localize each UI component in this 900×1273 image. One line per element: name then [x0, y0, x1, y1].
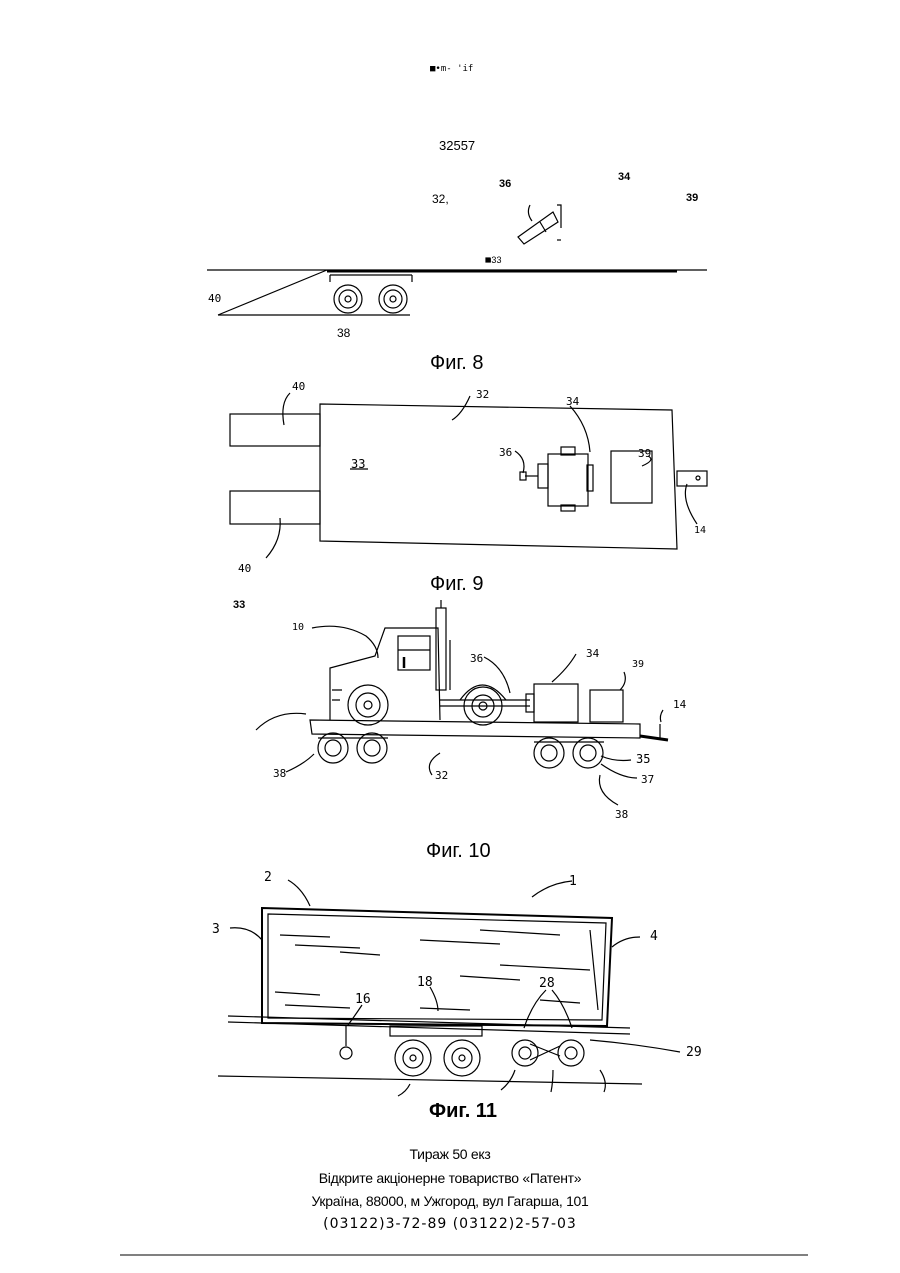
fig9-label-34: 34 — [566, 395, 579, 408]
fig10-label-36: 36 — [470, 652, 483, 665]
fig8-label-39: 39 — [686, 192, 698, 204]
footer-circulation: Тираж 50 екз — [0, 1146, 900, 1162]
fig11-drawing — [218, 880, 680, 1096]
fig10-label-39: 39 — [632, 659, 644, 670]
fig10-label-10: 10 — [292, 622, 304, 633]
fig10-label-38-right: 38 — [615, 808, 628, 821]
fig9-label-36: 36 — [499, 446, 512, 459]
fig10-label-38-left: 38 — [273, 767, 286, 780]
fig11-label-28: 28 — [539, 976, 555, 991]
fig9-label-32: 32 — [476, 388, 489, 401]
fig9-caption: Фиг. 9 — [430, 573, 483, 596]
fig8-caption: Фиг. 8 — [430, 352, 483, 375]
fig10-label-34: 34 — [586, 647, 599, 660]
scan-mark: ■•m- 'if — [430, 64, 473, 74]
fig11-label-16: 16 — [355, 992, 371, 1007]
fig10-caption: Фиг. 10 — [426, 840, 491, 863]
footer-address: Україна, 88000, м Ужгород, вул Гагарша, … — [0, 1193, 900, 1209]
fig10-label-35: 35 — [636, 752, 650, 766]
fig8-drawing — [207, 205, 707, 315]
fig8-label-38: 38 — [337, 326, 350, 340]
fig8-label-32: 32, — [432, 192, 449, 206]
fig9-label-40-bottom: 40 — [238, 562, 251, 575]
fig10-drawing — [256, 600, 668, 805]
fig8-label-33: ■33 — [486, 255, 501, 265]
fig11-caption: Фиг. 11 — [429, 1100, 497, 1123]
fig9-drawing — [230, 393, 707, 558]
fig11-label-18: 18 — [417, 975, 433, 990]
fig11-label-1: 1 — [569, 874, 577, 889]
fig10-label-32: 32 — [435, 769, 448, 782]
fig10-label-37: 37 — [641, 773, 654, 786]
fig8-label-34: 34 — [618, 171, 630, 183]
patent-number: 32557 — [439, 138, 475, 153]
fig10-label-33: 33 — [233, 599, 245, 611]
fig9-label-14: 14 — [694, 525, 706, 536]
footer-publisher: Відкрите акціонерне товариство «Патент» — [0, 1170, 900, 1186]
fig11-label-3: 3 — [212, 922, 220, 937]
fig8-label-40: 40 — [208, 292, 221, 305]
footer-phones: (03122)3-72-89 (03122)2-57-03 — [0, 1216, 900, 1232]
fig11-label-2: 2 — [264, 870, 272, 885]
fig10-label-14: 14 — [673, 698, 686, 711]
fig9-label-40-top: 40 — [292, 380, 305, 393]
fig9-label-33: 33 — [351, 457, 365, 471]
fig11-label-4: 4 — [650, 929, 658, 944]
fig8-label-36: 36 — [499, 178, 511, 190]
fig11-label-29: 29 — [686, 1045, 702, 1060]
fig9-label-39: 39 — [638, 447, 651, 460]
